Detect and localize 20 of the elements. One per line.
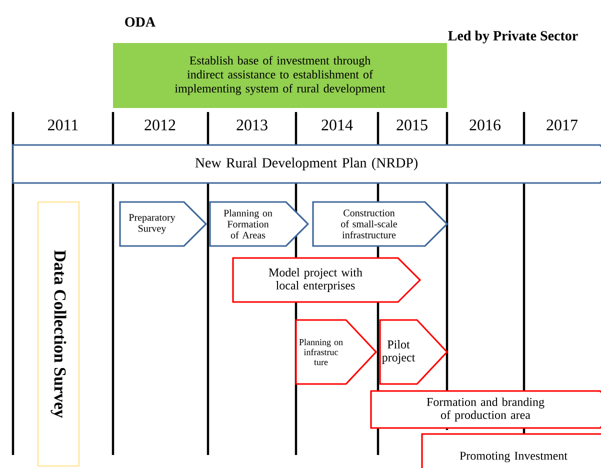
chevron-box: Formation and branding of production area xyxy=(370,390,601,429)
phase-box: Establish base of investment through indirect assistance to establishment of implementing system of rural development xyxy=(113,43,447,108)
year-label: 2011 xyxy=(48,120,78,130)
chevron-box: New Rural Development Plan (NRDP) xyxy=(12,144,601,184)
year-label: 2012 xyxy=(144,120,176,130)
chevron-box: Construction of small-scale infrastructure xyxy=(312,201,448,247)
year-label: 2017 xyxy=(546,120,578,130)
year-label: 2013 xyxy=(236,120,268,130)
year-label: 2015 xyxy=(396,120,428,130)
chevron-box: Model project with local enterprises xyxy=(232,257,422,303)
chevron-box: Pilot project xyxy=(379,319,448,385)
survey-box: Data Collection Survey xyxy=(38,202,80,466)
heading: Led by Private Sector xyxy=(448,30,578,44)
year-label: 2014 xyxy=(322,120,353,130)
chevron-box: Preparatory Survey xyxy=(119,201,208,247)
chevron-box: Promoting Investment xyxy=(421,433,601,468)
chevron-box: Planning on infrastruc ture xyxy=(295,319,378,385)
heading: ODA xyxy=(125,17,156,27)
year-label: 2016 xyxy=(470,120,501,130)
chevron-box: Planning on Formation of Areas xyxy=(209,201,310,247)
